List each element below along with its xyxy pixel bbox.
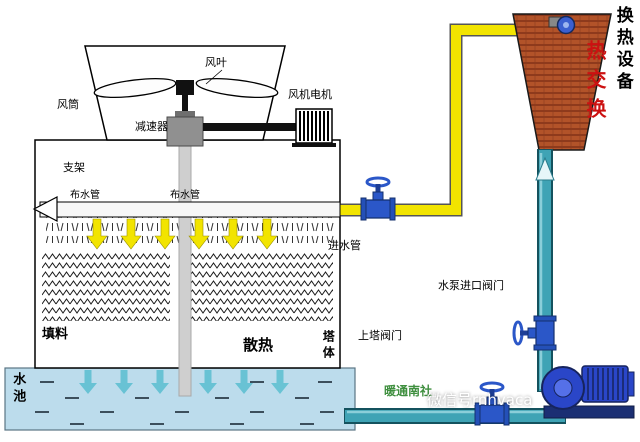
pump-inlet-valve bbox=[512, 314, 558, 352]
fan-assembly bbox=[84, 45, 336, 147]
water-pump bbox=[541, 365, 635, 419]
fill-media bbox=[42, 253, 333, 321]
fan-hub bbox=[176, 80, 194, 95]
fan-blade-left bbox=[93, 77, 177, 99]
tower-inlet-valve bbox=[359, 176, 397, 222]
flow-up-arrow bbox=[535, 156, 555, 181]
drive-shaft bbox=[178, 145, 192, 397]
pool-flow-arrows bbox=[79, 370, 289, 394]
pump-motor bbox=[581, 365, 629, 403]
fan-motor bbox=[292, 108, 336, 147]
cold-water-pipe bbox=[344, 149, 566, 424]
gearbox bbox=[166, 116, 204, 147]
hot-water-pipe bbox=[338, 23, 554, 217]
distribution-pipe bbox=[32, 196, 341, 222]
drive-bar bbox=[203, 123, 296, 131]
hot-water-arrows bbox=[86, 218, 278, 250]
pool-outlet-valve bbox=[473, 381, 511, 427]
fan-blade-right bbox=[195, 77, 279, 99]
heat-exchanger bbox=[512, 13, 612, 151]
